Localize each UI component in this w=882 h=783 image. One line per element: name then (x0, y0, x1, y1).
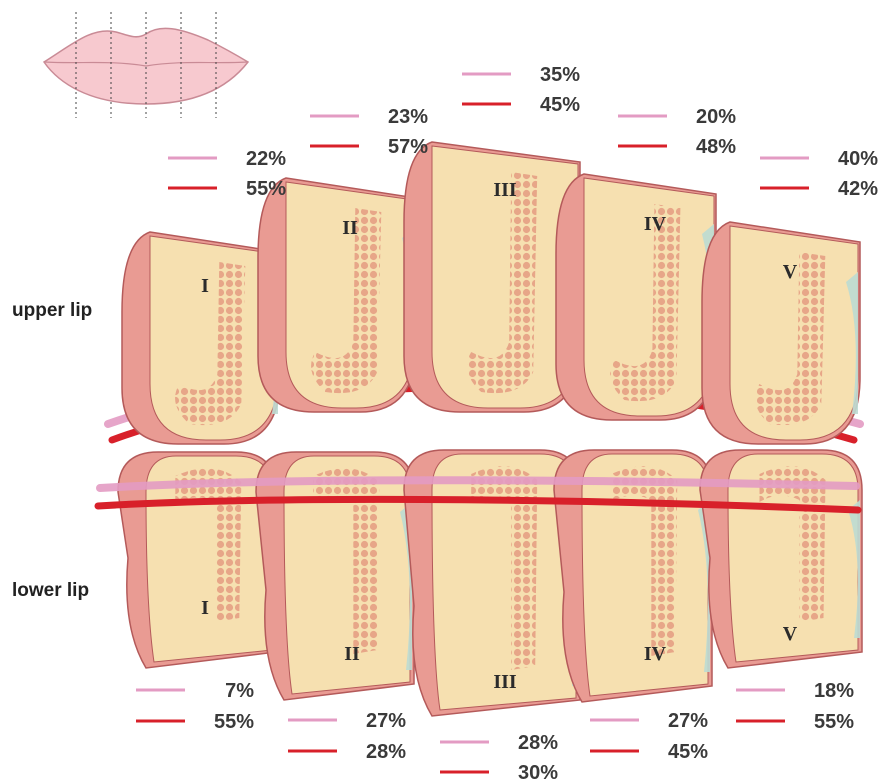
red-percentage: 30% (518, 762, 558, 783)
upper-section-3: III (404, 142, 580, 412)
upper-legend-v: 40% 42% (760, 148, 878, 200)
pink-percentage: 22% (246, 148, 286, 170)
upper-legend-iii: 35% 45% (462, 64, 580, 116)
red-percentage: 45% (668, 741, 708, 763)
red-percentage: 57% (388, 136, 428, 158)
red-percentage: 55% (814, 711, 854, 733)
pink-percentage: 27% (366, 710, 406, 732)
upper-section-2: II (258, 178, 416, 412)
pink-percentage: 18% (814, 680, 854, 702)
section-numeral: III (493, 671, 517, 693)
upper-lip-label: upper lip (12, 300, 92, 321)
red-percentage: 55% (246, 178, 286, 200)
upper-legend-iv: 20% 48% (618, 106, 736, 158)
lower-section-4: IV (554, 450, 712, 702)
section-numeral: V (783, 261, 798, 283)
section-numeral: III (493, 179, 517, 201)
red-percentage: 28% (366, 741, 406, 763)
red-percentage: 45% (540, 94, 580, 116)
lower-legend-i: 7% 55% (136, 680, 254, 733)
section-numeral: IV (644, 213, 667, 235)
upper-section-5: V (702, 222, 860, 444)
section-numeral: V (783, 623, 798, 645)
pink-percentage: 23% (388, 106, 428, 128)
section-numeral: II (344, 643, 360, 665)
lower-legend-iii: 28% 30% (440, 732, 558, 783)
red-percentage: 48% (696, 136, 736, 158)
lower-legend-ii: 27% 28% (288, 710, 406, 763)
lower-lip-label: lower lip (12, 580, 89, 601)
section-numeral: I (201, 275, 209, 297)
pink-percentage: 35% (540, 64, 580, 86)
lower-section-2: II (256, 452, 414, 700)
section-numeral: I (201, 597, 209, 619)
lower-legend-v: 18% 55% (736, 680, 854, 733)
upper-section-4: IV (556, 174, 716, 420)
lips-outline-icon (44, 12, 248, 118)
pink-percentage: 40% (838, 148, 878, 170)
upper-section-1: I (122, 232, 280, 444)
red-percentage: 42% (838, 178, 878, 200)
section-numeral: IV (644, 643, 667, 665)
pink-percentage: 27% (668, 710, 708, 732)
pink-percentage: 28% (518, 732, 558, 754)
pink-percentage: 20% (696, 106, 736, 128)
upper-legend-ii: 23% 57% (310, 106, 428, 158)
upper-legend-i: 22% 55% (168, 148, 286, 200)
section-numeral: II (342, 217, 358, 239)
pink-percentage: 7% (225, 680, 254, 702)
lower-legend-iv: 27% 45% (590, 710, 708, 763)
red-percentage: 55% (214, 711, 254, 733)
